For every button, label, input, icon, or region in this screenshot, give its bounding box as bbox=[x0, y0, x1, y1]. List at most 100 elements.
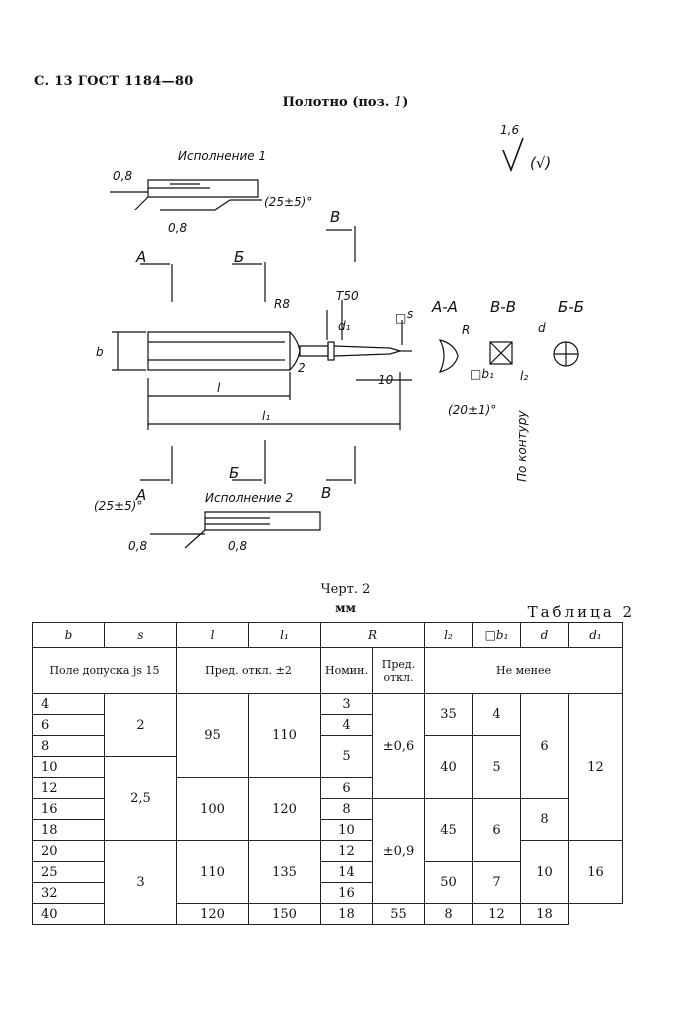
cell-l1: 120 bbox=[248, 777, 321, 841]
cell-r-nom: 12 bbox=[320, 840, 373, 862]
cell-d: 8 bbox=[520, 798, 569, 841]
col-r: R bbox=[320, 622, 425, 648]
cell-l1: 135 bbox=[248, 840, 321, 904]
page-header: С. 13 ГОСТ 1184—80 bbox=[34, 74, 194, 89]
cell-s: 3 bbox=[104, 840, 177, 925]
col-l1: l₁ bbox=[248, 622, 321, 648]
label-v-bottom: В bbox=[321, 484, 331, 502]
section-vv: В-В bbox=[490, 298, 516, 316]
header-row: b s l l₁ R l₂ □b₁ d d₁ bbox=[32, 622, 623, 648]
technical-drawing: 1,6 (√) Исполнение 1 0,8 (25±5)° 0,8 В А… bbox=[94, 123, 584, 553]
cell-l: 100 bbox=[176, 777, 249, 841]
cell-b: 16 bbox=[32, 798, 105, 820]
cell-b: 4 bbox=[32, 693, 105, 715]
dim-r8: R8 bbox=[274, 297, 290, 311]
cell-l: 95 bbox=[176, 693, 249, 778]
cell-b: 32 bbox=[32, 882, 105, 904]
table-row: 20 3 110 135 12 10 16 bbox=[32, 840, 623, 925]
drawing-title-pos-number: 1 bbox=[393, 95, 403, 110]
cell-d: 10 bbox=[520, 840, 569, 904]
dim-l1: l₁ bbox=[262, 409, 270, 423]
roughness-symbol-icon bbox=[502, 137, 524, 173]
roughness-08-mid: 0,8 bbox=[168, 221, 187, 235]
cell-r-nom: 8 bbox=[320, 798, 373, 820]
note-ne-menee: Не менее bbox=[424, 647, 623, 694]
cell-s: 2 bbox=[104, 693, 177, 757]
dim-b1: □b₁ bbox=[470, 367, 494, 381]
spec-table: b s l l₁ R l₂ □b₁ d d₁ Поле допуска js 1… bbox=[32, 622, 623, 925]
drawing-title-pos-suffix: ) bbox=[402, 95, 409, 110]
cell-r-nom: 18 bbox=[320, 903, 373, 925]
notes-row: Поле допуска js 15 Пред. откл. ±2 Номин.… bbox=[32, 647, 623, 694]
table-row: 40 120 150 18 55 8 12 18 bbox=[32, 903, 623, 925]
roughness-note: (√) bbox=[530, 154, 551, 172]
cell-d1: 12 bbox=[568, 693, 623, 841]
cell-s: 2,5 bbox=[104, 756, 177, 841]
table-row: 18 10 bbox=[32, 819, 623, 841]
col-d: d bbox=[520, 622, 569, 648]
roughness-08-top: 0,8 bbox=[113, 169, 132, 183]
label-b-bottom: Б bbox=[229, 464, 239, 482]
cell-l2: 50 bbox=[424, 861, 473, 904]
dim-l: l bbox=[217, 381, 221, 395]
cell-b: 8 bbox=[32, 735, 105, 757]
col-b1: □b₁ bbox=[472, 622, 521, 648]
drawing-title-name: Полотно bbox=[282, 95, 348, 110]
table-row: 8 5 40 5 bbox=[32, 735, 623, 799]
cell-d: 6 bbox=[520, 693, 569, 799]
cell-l2: 35 bbox=[424, 693, 473, 736]
table-row: 4 2 95 110 3 ±0,6 35 4 6 12 bbox=[32, 693, 623, 841]
cell-r-nom: 4 bbox=[320, 714, 373, 736]
variant1-label: Исполнение 1 bbox=[178, 149, 266, 163]
section-aa: А-А bbox=[431, 298, 458, 316]
figure-caption: Черт. 2 bbox=[320, 582, 371, 597]
cell-b: 12 bbox=[32, 777, 105, 799]
table-label: Таблица 2 bbox=[527, 603, 635, 621]
cell-r-nom: 3 bbox=[320, 693, 373, 715]
cell-r-nom: 16 bbox=[320, 882, 373, 904]
cell-r-nom: 10 bbox=[320, 819, 373, 841]
dim-l2: l₂ bbox=[520, 369, 528, 383]
table-row: 32 16 bbox=[32, 882, 623, 904]
cell-b1: 6 bbox=[472, 798, 521, 862]
drawing-title-pos-prefix: (поз. bbox=[352, 95, 390, 110]
col-l: l bbox=[176, 622, 249, 648]
col-b: b bbox=[32, 622, 105, 648]
cell-d1: 18 bbox=[520, 903, 569, 925]
drawing-title: Полотно (поз. 1) bbox=[0, 95, 691, 110]
cell-r-nom: 5 bbox=[320, 735, 373, 778]
table-row: 16 8 ±0,9 45 6 8 bbox=[32, 798, 623, 904]
roughness-08-bottom-left: 0,8 bbox=[128, 539, 147, 553]
cell-b: 25 bbox=[32, 861, 105, 883]
table-row: 10 2,5 bbox=[32, 756, 623, 841]
cell-r-tol: ±0,6 bbox=[372, 693, 425, 799]
cell-b: 18 bbox=[32, 819, 105, 841]
table-row: 12 100 120 6 bbox=[32, 777, 623, 841]
label-v-top: В bbox=[330, 208, 340, 226]
dim-r: R bbox=[462, 323, 470, 337]
cell-l2: 45 bbox=[424, 798, 473, 862]
dim-s: s bbox=[407, 307, 413, 321]
cell-b1: 8 bbox=[424, 903, 473, 925]
table-row: 25 14 50 7 bbox=[32, 861, 623, 904]
cell-b: 6 bbox=[32, 714, 105, 736]
cell-d: 12 bbox=[472, 903, 521, 925]
note-nomin: Номин. bbox=[320, 647, 373, 694]
cell-b1: 7 bbox=[472, 861, 521, 904]
dim-b: b bbox=[96, 345, 104, 359]
label-b-top: Б bbox=[234, 248, 244, 266]
cell-r-nom: 14 bbox=[320, 861, 373, 883]
variant2-label: Исполнение 2 bbox=[205, 491, 293, 505]
cell-r-tol: ±0,9 bbox=[372, 798, 425, 904]
cell-d1: 16 bbox=[568, 840, 623, 904]
note-pred: Пред. откл. bbox=[372, 647, 425, 694]
contour-note: По контуру bbox=[515, 410, 529, 482]
note-pred-otkl: Пред. откл. ±2 bbox=[176, 647, 321, 694]
dim-d: d bbox=[538, 321, 546, 335]
dim-2: 2 bbox=[298, 361, 306, 375]
dim-t50: T50 bbox=[336, 289, 359, 303]
dim-d1: d₁ bbox=[338, 319, 351, 333]
cell-l1: 110 bbox=[248, 693, 321, 778]
cell-l: 110 bbox=[176, 840, 249, 904]
cell-b1: 4 bbox=[472, 693, 521, 736]
